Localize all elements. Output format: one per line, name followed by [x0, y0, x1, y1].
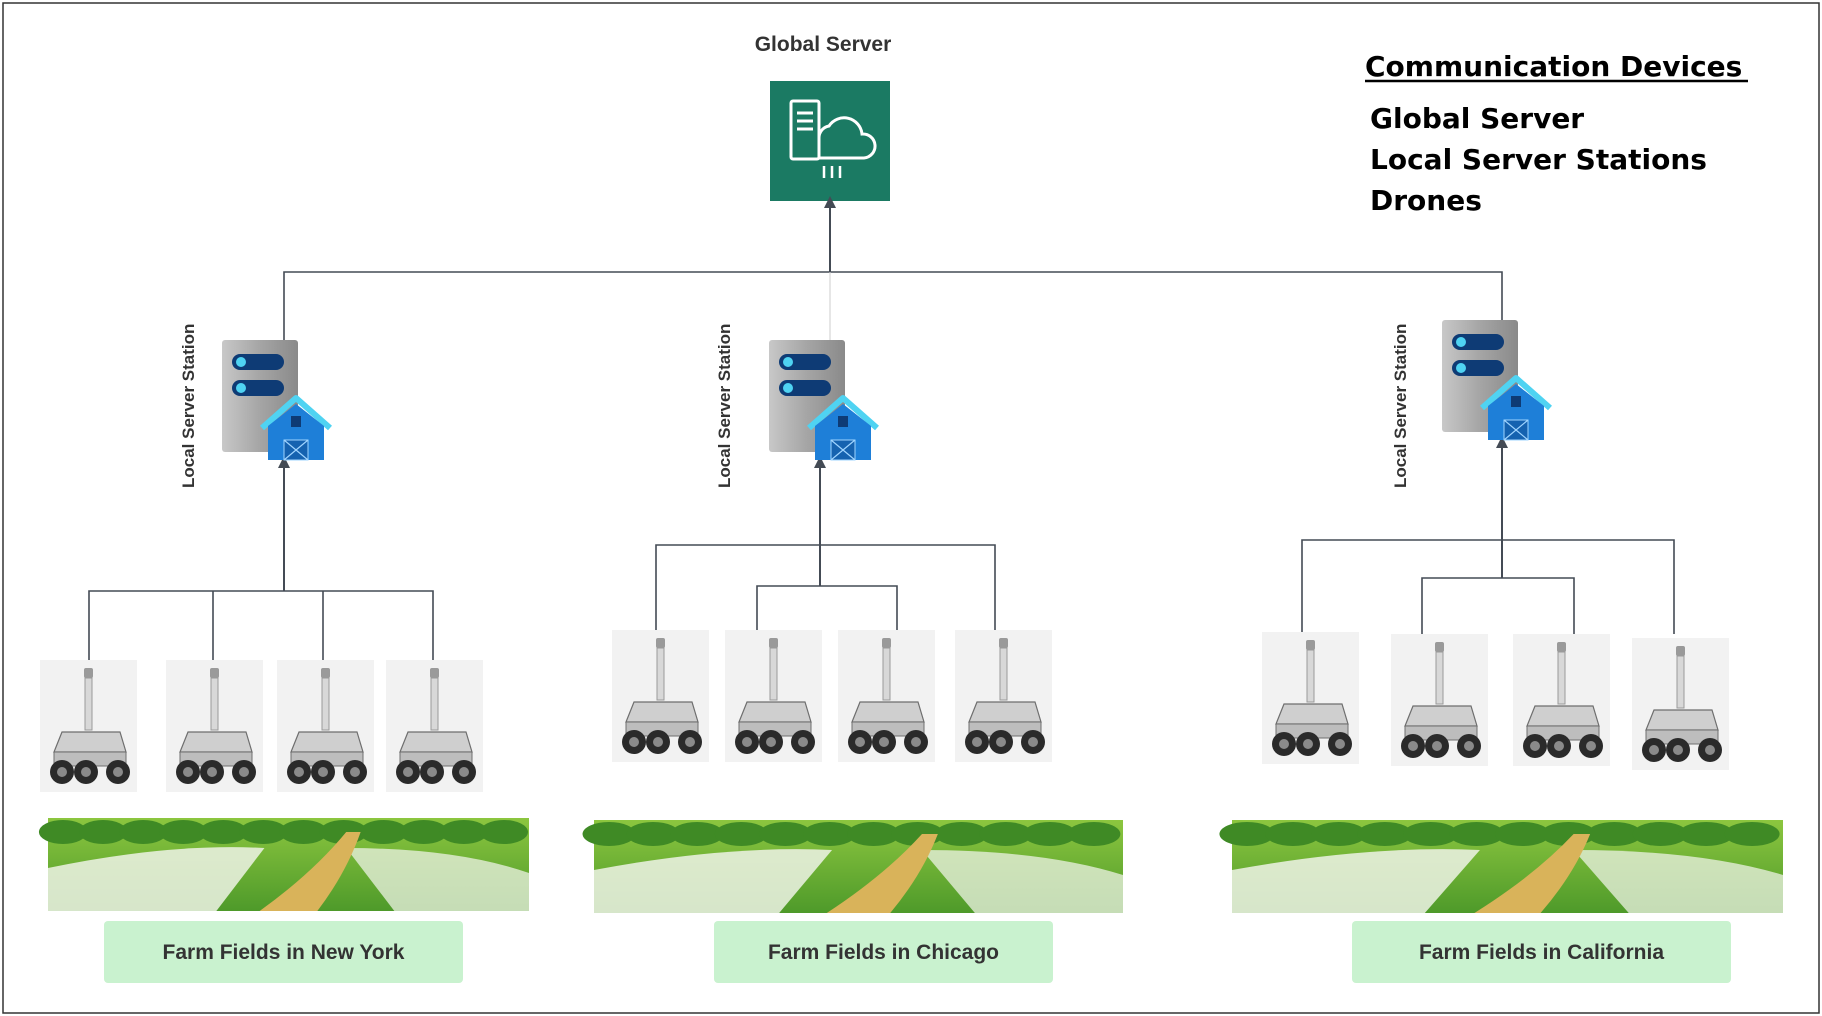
- station-label: Local Server Station: [179, 324, 198, 488]
- drone-robot-icon: [955, 630, 1052, 762]
- local-server-station: Local Server Station: [715, 324, 879, 488]
- field-label-box: [104, 921, 463, 983]
- station-label: Local Server Station: [715, 324, 734, 488]
- legend-title: Communication Devices: [1365, 50, 1742, 83]
- field-label-box: [1352, 921, 1731, 983]
- drone-robot-icon: [386, 660, 483, 792]
- drone-robot-icon: [1262, 632, 1359, 764]
- farm-field-image: [38, 818, 529, 911]
- farm-server-icon: [769, 340, 879, 461]
- farm-field-image: [582, 820, 1123, 913]
- farm-field-image: [1219, 820, 1783, 913]
- farm-server-icon: [1442, 320, 1552, 441]
- field-label: Farm Fields in New York: [163, 941, 405, 964]
- drone-robot-icon: [277, 660, 374, 792]
- field-label-box: [714, 921, 1053, 983]
- local-server-station: Local Server Station: [179, 324, 332, 488]
- legend-item-local-server-stations: Local Server Stations: [1370, 143, 1707, 176]
- drone-robot-icon: [1513, 634, 1610, 766]
- cloud-server-icon: [770, 81, 890, 201]
- global-server-label: Global Server: [755, 33, 892, 56]
- station-label: Local Server Station: [1391, 324, 1410, 488]
- field-label: Farm Fields in Chicago: [768, 941, 999, 964]
- connector-lines: [88, 196, 1675, 660]
- farm-server-icon: [222, 340, 332, 461]
- local-server-station: Local Server Station: [1391, 320, 1552, 488]
- drone-robot-icon: [1391, 634, 1488, 766]
- drone-robot-icon: [166, 660, 263, 792]
- legend-item-drones: Drones: [1370, 184, 1482, 217]
- drone-robot-icon: [838, 630, 935, 762]
- drone-robot-icon: [725, 630, 822, 762]
- field-label: Farm Fields in California: [1419, 941, 1664, 964]
- drone-robot-icon: [1632, 638, 1729, 770]
- legend-item-global-server: Global Server: [1370, 102, 1584, 135]
- drone-robot-icon: [612, 630, 709, 762]
- drone-robot-icon: [40, 660, 137, 792]
- legend: Communication Devices Global Server Loca…: [1365, 50, 1748, 217]
